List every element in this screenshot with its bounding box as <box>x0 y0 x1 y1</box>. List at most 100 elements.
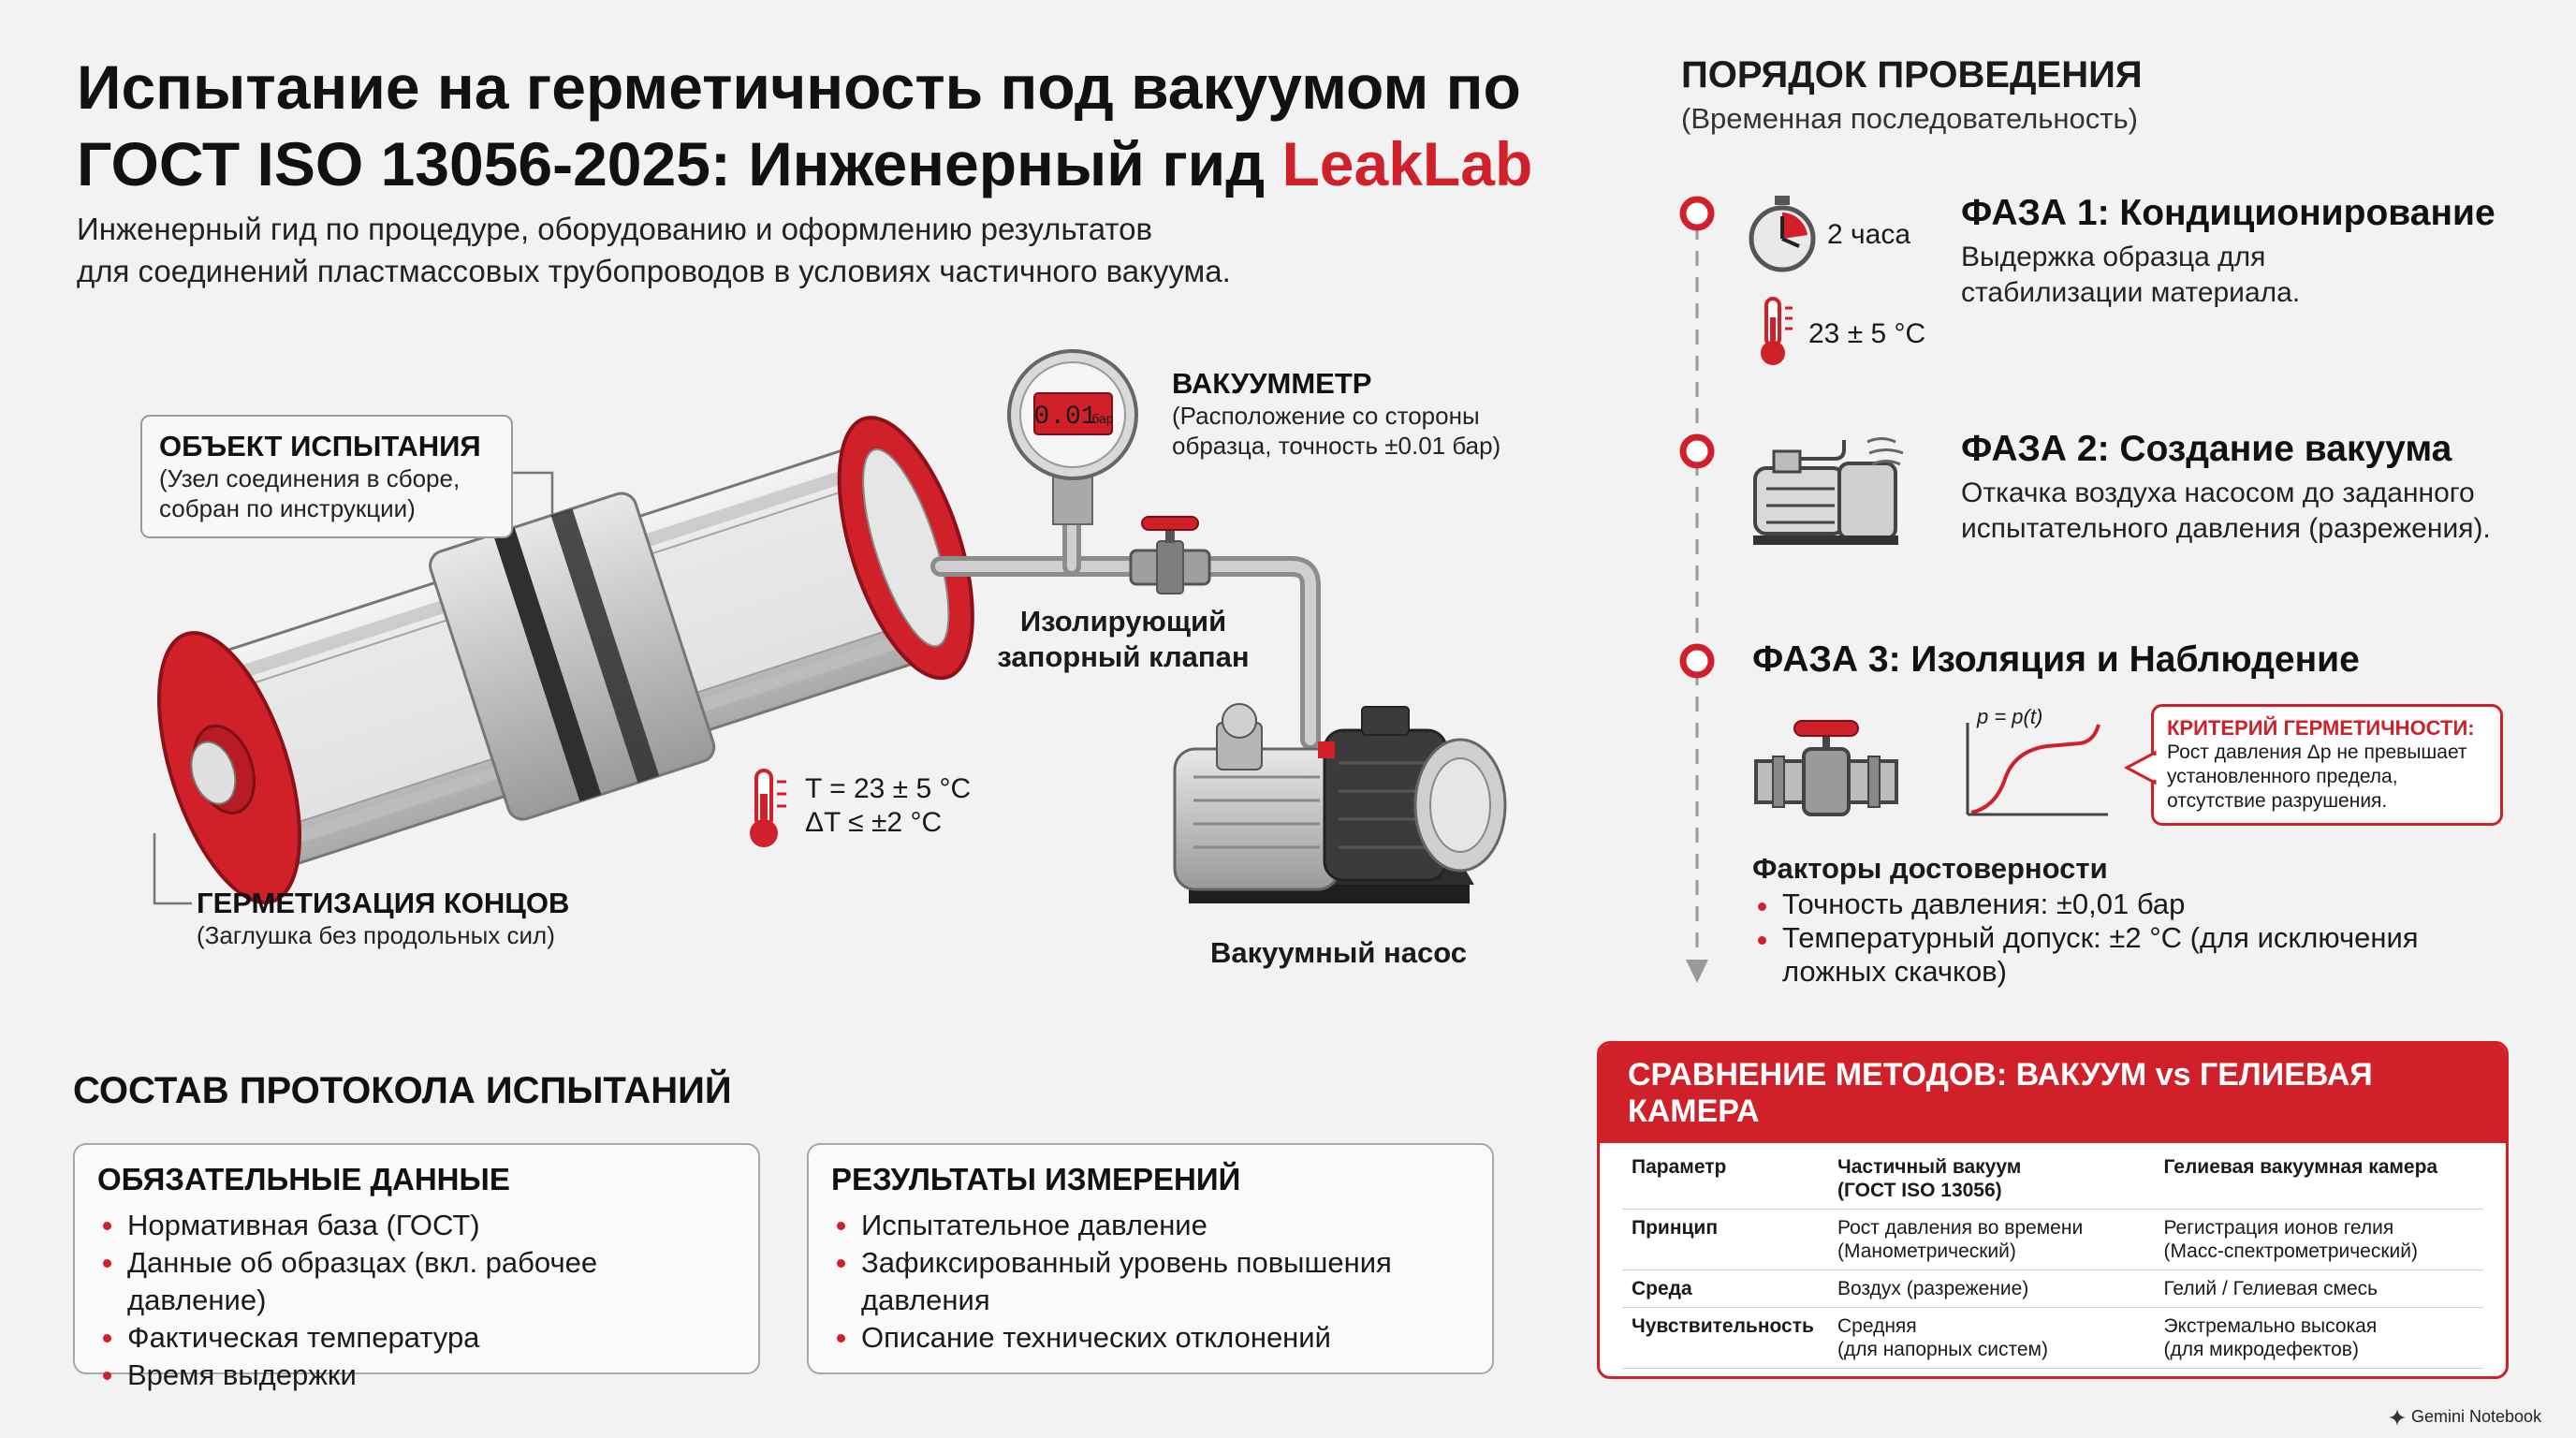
row-vacuum: Рост давления во времени(Манометрический… <box>1828 1209 2155 1270</box>
col-vacuum-line-2: (ГОСТ ISO 13056) <box>1837 1180 2002 1201</box>
pipe-assembly <box>156 416 974 904</box>
mandatory-item: Нормативная база (ГОСТ) <box>97 1207 736 1244</box>
row-vacuum: Квалификация соединений труб <box>1828 1369 2154 1377</box>
phase2-title: ФАЗА 2: Создание вакуума <box>1961 429 2452 469</box>
row-vacuum: Средняя(для напорных систем) <box>1828 1307 2155 1369</box>
valve-line-1: Изолирующий <box>1019 605 1227 638</box>
seal-ring <box>492 527 602 802</box>
criterion-line-2: установленного предела, <box>2167 766 2398 787</box>
thermometer-icon <box>750 769 786 847</box>
factor-item: Температурный допуск: ±2 °C (для исключе… <box>1752 921 2419 989</box>
timeline-arrow-icon <box>1686 960 1708 983</box>
row-helium-line-1: Экстремально высокая <box>2163 1315 2378 1337</box>
criterion-pointer <box>2123 750 2157 785</box>
results-item: Зафиксированный уровень повышения давлени… <box>831 1244 1470 1319</box>
phase3-title: ФАЗА 3: Изоляция и Наблюдение <box>1752 639 2360 680</box>
table-row: Среда Воздух (разрежение) Гелий / Гелиев… <box>1622 1269 2483 1308</box>
phase1-line-2: стабилизации материала. <box>1961 277 2301 308</box>
subtitle-line-2: для соединений пластмассовых трубопровод… <box>77 254 1231 288</box>
title-line-1: Испытание на герметичность под вакуумом … <box>77 52 1521 122</box>
mandatory-item: Данные об образцах (вкл. рабочее давлени… <box>97 1244 736 1319</box>
protocol-title: СОСТАВ ПРОТОКОЛА ИСПЫТАНИЙ <box>73 1070 732 1111</box>
procedure-subtitle: (Временная последовательность) <box>1681 102 2138 135</box>
comparison-header-row: Параметр Частичный вакуум(ГОСТ ISO 13056… <box>1622 1149 2483 1210</box>
mandatory-item: Фактическая температура <box>97 1319 736 1357</box>
phase1-title: ФАЗА 1: Кондиционирование <box>1961 193 2496 233</box>
factor-item-text: Температурный допуск: ±2 °C (для исключе… <box>1782 921 2419 954</box>
row-param: Среда <box>1622 1269 1828 1308</box>
results-item-text: Зафиксированный уровень повышения <box>861 1246 1392 1279</box>
factors-list: Точность давления: ±0,01 бар Температурн… <box>1752 888 2419 989</box>
phase1-line-1: Выдержка образца для <box>1961 242 2266 272</box>
vacuum-pump-icon <box>1173 703 1507 903</box>
thermometer-small-icon <box>1761 297 1793 365</box>
timeline-dot-1 <box>1679 196 1715 231</box>
table-row: Применение Квалификация соединений труб … <box>1622 1369 2483 1377</box>
comparison-title: СРАВНЕНИЕ МЕТОДОВ: ВАКУУМ vs ГЕЛИЕВАЯ КА… <box>1600 1044 2506 1143</box>
phase2-block: ФАЗА 2: Создание вакуума Откачка воздуха… <box>1961 429 2491 547</box>
timeline <box>1679 196 1715 983</box>
subtitle-line-1: Инженерный гид по процедуре, оборудовани… <box>77 212 1153 246</box>
ends-note: (Заглушка без продольных сил) <box>197 921 555 949</box>
results-card: РЕЗУЛЬТАТЫ ИЗМЕРЕНИЙ Испытательное давле… <box>807 1143 1494 1374</box>
ends-callout-line <box>153 833 192 905</box>
row-vacuum-line-1: Средняя <box>1837 1315 1917 1337</box>
row-helium-line-2: (для микродефектов) <box>2163 1339 2359 1360</box>
mandatory-title: ОБЯЗАТЕЛЬНЫЕ ДАННЫЕ <box>97 1162 510 1196</box>
end-plug <box>190 741 237 805</box>
footer-logo: Gemini Notebook <box>2389 1407 2541 1427</box>
phase2-line-2: испытательного давления (разрежения). <box>1961 513 2491 544</box>
row-helium: Экстремально высокая(для микродефектов) <box>2154 1307 2483 1369</box>
pressure-curve <box>1970 724 2100 814</box>
isolation-valve <box>1129 516 1211 594</box>
results-item: Испытательное давление <box>831 1207 1470 1244</box>
vacuum-gauge: 0.01 бар <box>1007 349 1138 525</box>
ends-title: ГЕРМЕТИЗАЦИЯ КОНЦОВ <box>197 887 570 919</box>
phase1-time: 2 часа <box>1827 219 1911 250</box>
row-helium: Гелий / Гелиевая смесь <box>2154 1269 2483 1308</box>
row-helium: Поиск микроутечек, КД-контроль <box>2154 1369 2483 1377</box>
object-line-1: (Узел соединения в сборе, <box>159 464 461 492</box>
footer-logo-text: Gemini Notebook <box>2411 1407 2542 1426</box>
row-param: Применение <box>1622 1369 1828 1377</box>
row-helium-line-1: Регистрация ионов гелия <box>2163 1217 2394 1239</box>
title-line-2: ГОСТ ISO 13056-2025: Инженерный гид Leak… <box>77 125 1668 202</box>
gauge-reading: 0.01 <box>1033 403 1096 432</box>
page-subtitle: Инженерный гид по процедуре, оборудовани… <box>77 208 1481 292</box>
gauge-line-1: (Расположение со стороны <box>1172 402 1480 430</box>
temp-line-2: ΔT ≤ ±2 °C <box>805 807 943 838</box>
criterion-title: КРИТЕРИЙ ГЕРМЕТИЧНОСТИ: <box>2167 716 2475 740</box>
ends-label: ГЕРМЕТИЗАЦИЯ КОНЦОВ (Заглушка без продол… <box>197 887 569 950</box>
phase1-temp: 23 ± 5 °C <box>1808 318 1926 349</box>
sparkle-icon <box>2389 1408 2406 1426</box>
row-vacuum-line-2: (для напорных систем) <box>1837 1339 2048 1360</box>
page-title: Испытание на герметичность под вакуумом … <box>77 49 1668 202</box>
phase2-line-1: Откачка воздуха насосом до заданного <box>1961 477 2475 508</box>
row-vacuum-line-1: Рост давления во времени <box>1837 1217 2084 1239</box>
col-helium: Гелиевая вакуумная камера <box>2154 1149 2483 1210</box>
criterion-line-1: Рост давления Δp не превышает <box>2167 741 2467 763</box>
col-vacuum: Частичный вакуум(ГОСТ ISO 13056) <box>1828 1149 2155 1210</box>
brand-name: LeakLab <box>1281 129 1533 198</box>
test-setup-diagram: 0.01 бар <box>153 349 1507 905</box>
comparison-table: СРАВНЕНИЕ МЕТОДОВ: ВАКУУМ vs ГЕЛИЕВАЯ КА… <box>1597 1041 2509 1379</box>
row-helium-line-2: (Масс-спектрометрический) <box>2163 1240 2419 1262</box>
procedure-title: ПОРЯДОК ПРОВЕДЕНИЯ <box>1681 54 2143 95</box>
gauge-label: ВАКУУММЕТР (Расположение со стороны обра… <box>1172 367 1500 461</box>
valve-label: Изолирующий запорный клапан <box>973 604 1273 675</box>
graph-label: p = p(t) <box>1977 705 2043 728</box>
results-item-cont: давления <box>861 1284 990 1316</box>
stopwatch-icon <box>1749 196 1816 272</box>
pump-small-icon <box>1753 437 1904 545</box>
factor-item-cont: ложных скачков) <box>1782 955 2007 988</box>
comparison-grid: Параметр Частичный вакуум(ГОСТ ISO 13056… <box>1622 1149 2483 1377</box>
factors-block: Факторы достоверности Точность давления:… <box>1752 852 2419 989</box>
phase1-block: ФАЗА 1: Кондиционирование Выдержка образ… <box>1961 193 2496 311</box>
object-title: ОБЪЕКТ ИСПЫТАНИЯ <box>159 430 481 462</box>
criterion-box: КРИТЕРИЙ ГЕРМЕТИЧНОСТИ: Рост давления Δp… <box>2151 704 2503 826</box>
factor-item: Точность давления: ±0,01 бар <box>1752 888 2419 921</box>
table-row: Принцип Рост давления во времени(Маномет… <box>1622 1209 2483 1270</box>
object-line-2: собран по инструкции) <box>159 494 416 522</box>
gauge-title: ВАКУУММЕТР <box>1172 367 1372 400</box>
results-list: Испытательное давление Зафиксированный у… <box>831 1207 1470 1357</box>
